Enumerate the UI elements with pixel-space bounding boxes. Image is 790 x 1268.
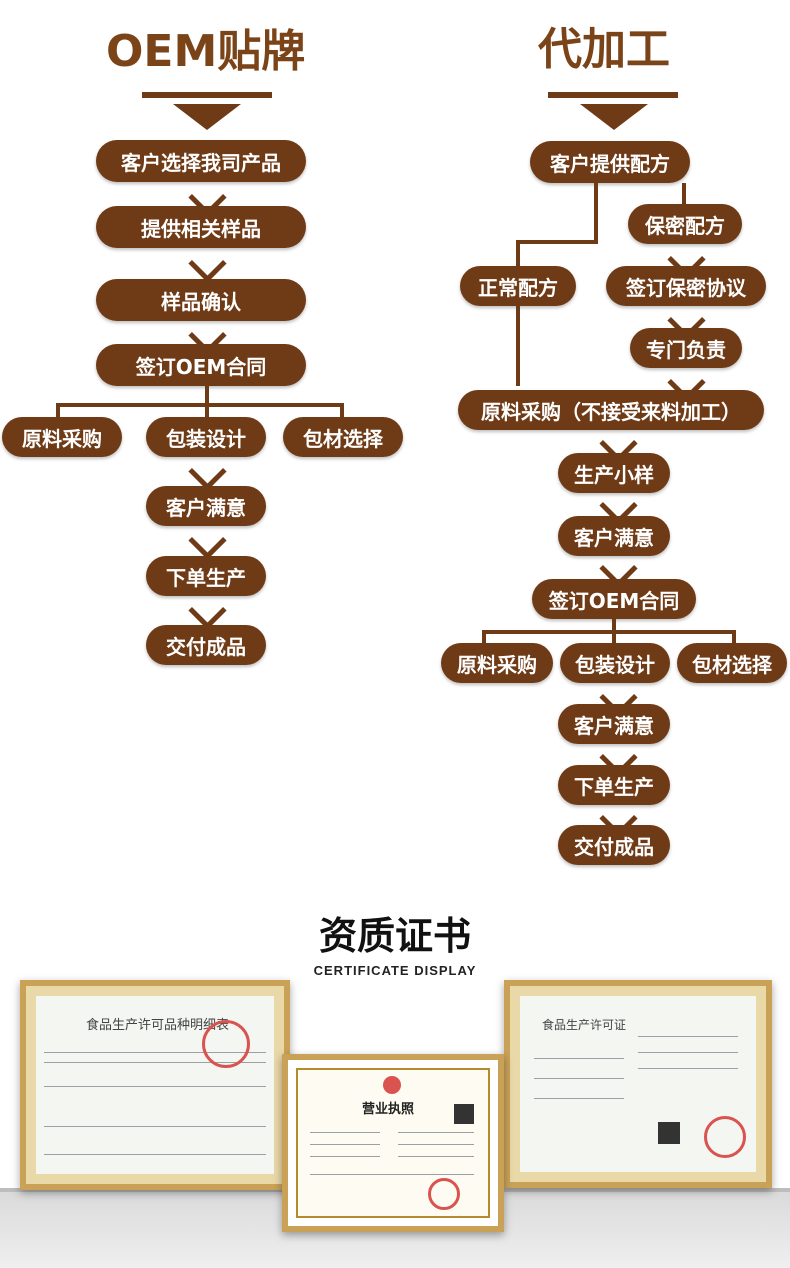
left-certificate-paper: 食品生产许可品种明细表 [36,996,274,1174]
right-certificate-paper: 食品生产许可证 [520,996,756,1172]
left-after-3: 交付成品 [146,625,266,665]
text-line [310,1174,474,1175]
left-branch-2: 包装设计 [146,417,266,457]
text-line [398,1132,474,1133]
right-title-arrow [580,104,648,130]
left-after-1: 客户满意 [146,486,266,526]
right-branch-drop-1 [482,630,486,644]
center-certificate-frame: 营业执照 [282,1054,504,1232]
right-split-left-line [516,240,598,244]
right-start: 客户提供配方 [530,141,690,183]
text-line [398,1144,474,1145]
red-seal-stamp [428,1178,460,1210]
text-line [638,1036,738,1037]
red-seal-stamp [704,1116,746,1158]
left-title: OEM贴牌 [106,30,305,74]
left-title-underline [142,92,272,98]
qr-code-icon [658,1122,680,1144]
chevron-down-icon [188,521,226,559]
right-after-2: 下单生产 [558,765,670,805]
center-certificate-paper: 营业执照 [296,1068,490,1218]
left-after-2: 下单生产 [146,556,266,596]
right-title-underline [548,92,678,98]
left-step-3: 样品确认 [96,279,306,321]
certs-title: 资质证书 [0,905,790,960]
table-line [44,1154,266,1155]
chevron-down-icon [188,452,226,490]
right-merge: 原料采购（不接受来料加工） [458,390,764,430]
right-title: 代加工 [538,28,670,72]
national-emblem-icon [383,1076,401,1094]
table-line [44,1086,266,1087]
right-secret-1: 保密配方 [628,204,742,244]
text-line [638,1068,738,1069]
text-line [310,1144,380,1145]
right-step-3: 签订OEM合同 [532,579,696,619]
left-step-4: 签订OEM合同 [96,344,306,386]
center-certificate-title: 营业执照 [362,1098,414,1117]
right-split-left-drop [516,240,520,266]
right-step-1: 生产小样 [558,453,670,493]
table-line [44,1126,266,1127]
left-branch-drop-2 [205,403,209,417]
chevron-down-icon [188,591,226,629]
left-title-arrow [173,104,241,130]
right-normal: 正常配方 [460,266,576,306]
right-branch-line [482,630,736,634]
left-branch-drop-3 [340,403,344,417]
left-branch-drop-1 [56,403,60,417]
right-branch-drop-3 [732,630,736,644]
right-branch-2: 包装设计 [560,643,670,683]
text-line [310,1132,380,1133]
right-split-right-stem [682,183,686,205]
text-line [534,1078,624,1079]
right-split-left-stem [594,183,598,243]
right-normal-line [516,306,520,386]
right-branch-1: 原料采购 [441,643,553,683]
right-after-1: 客户满意 [558,704,670,744]
left-branch-3: 包材选择 [283,417,403,457]
chevron-down-icon [188,244,226,282]
left-certificate-frame: 食品生产许可品种明细表 [20,980,290,1190]
text-line [638,1052,738,1053]
text-line [310,1156,380,1157]
text-line [534,1098,624,1099]
left-step-1: 客户选择我司产品 [96,140,306,182]
text-line [534,1058,624,1059]
right-branch-drop-2 [612,619,616,644]
certs-subtitle: CERTIFICATE DISPLAY [0,963,790,978]
right-step-2: 客户满意 [558,516,670,556]
right-certificate-title: 食品生产许可证 [542,1016,626,1033]
qr-code-icon [454,1104,474,1124]
left-step-2: 提供相关样品 [96,206,306,248]
right-after-3: 交付成品 [558,825,670,865]
text-line [398,1156,474,1157]
right-branch-3: 包材选择 [677,643,787,683]
right-certificate-frame: 食品生产许可证 [504,980,772,1188]
red-seal-stamp [202,1020,250,1068]
left-branch-line [56,403,344,407]
left-branch-1: 原料采购 [2,417,122,457]
